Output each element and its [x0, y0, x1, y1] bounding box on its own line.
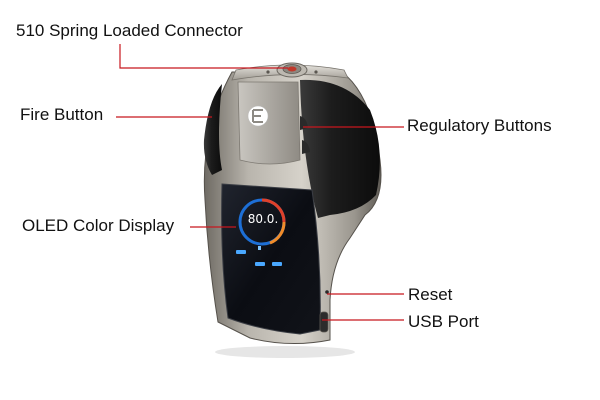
- fire-button: [203, 84, 222, 175]
- label-510-connector: 510 Spring Loaded Connector: [16, 21, 243, 40]
- label-fire-button: Fire Button: [20, 105, 104, 124]
- display-indicators: [236, 246, 282, 266]
- display-gauge: [238, 198, 286, 246]
- label-regulatory-buttons: Regulatory Buttons: [407, 116, 552, 135]
- label-reset: Reset: [408, 285, 453, 304]
- fire-bar: [237, 81, 301, 165]
- label-oled-display: OLED Color Display: [22, 216, 175, 235]
- usb-port: [319, 311, 329, 333]
- regulatory-panel: [300, 79, 380, 218]
- label-usb-port: USB Port: [408, 312, 479, 331]
- connector-510: [266, 62, 318, 78]
- leader-connector: [119, 44, 288, 69]
- brand-logo: [247, 105, 269, 127]
- leader-lines: [116, 44, 404, 321]
- regulatory-button-down: [302, 140, 310, 154]
- reset-pinhole: [325, 290, 329, 294]
- display-reading: 80.0.: [247, 212, 279, 226]
- floor-shadow: [215, 346, 355, 358]
- oled-display: [221, 183, 321, 335]
